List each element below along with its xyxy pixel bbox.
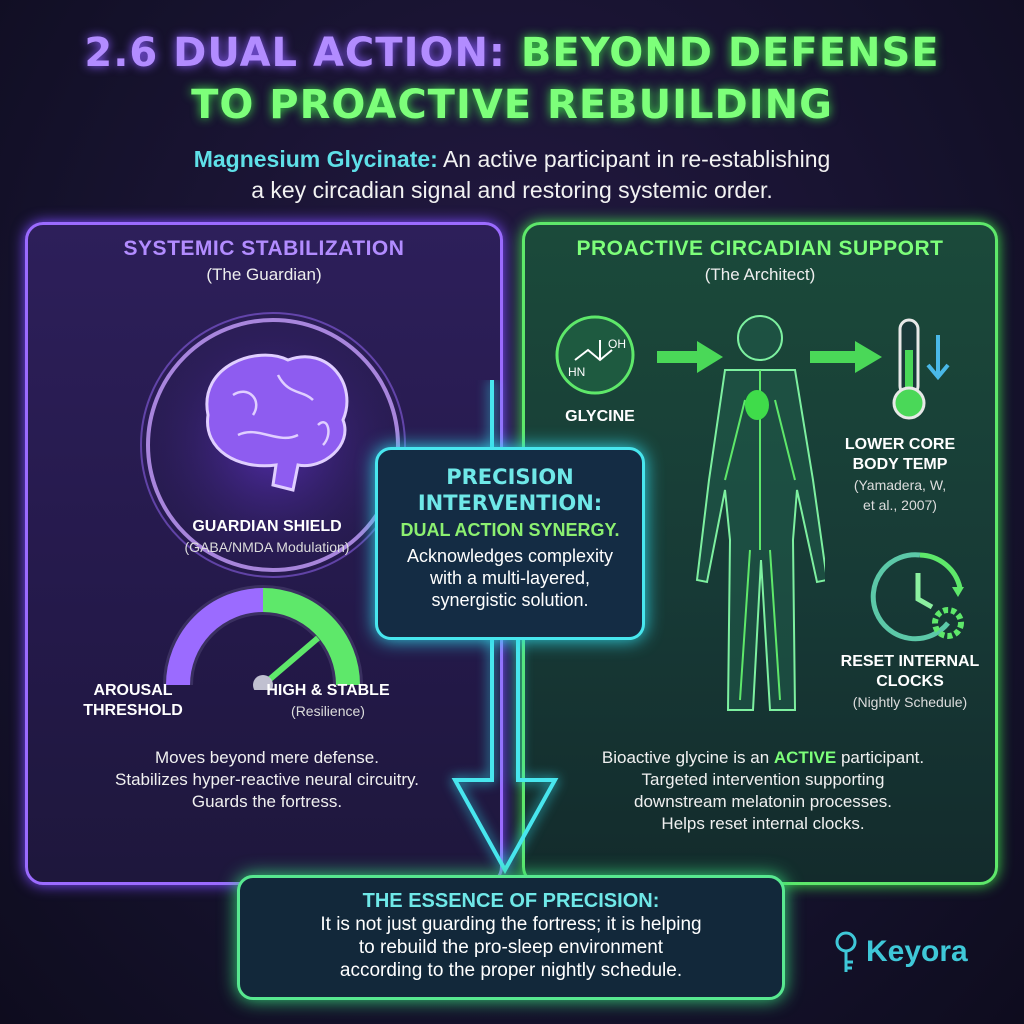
right-body: Bioactive glycine is an ACTIVE participa… [525,747,1001,835]
center-heading-2: INTERVENTION: [417,491,603,515]
keyora-logo: Keyora [832,930,968,974]
right-subheading: (The Architect) [704,265,816,284]
bottom-heading: THE ESSENCE OF PRECISION: [362,890,660,912]
high-stable-label: HIGH & STABLE (Resilience) [248,681,408,721]
clock-label-2: CLOCKS [876,673,944,690]
temp-note-2: et al., 2007) [863,497,937,513]
temp-label-1: LOWER CORE [844,436,956,453]
body-pre: Bioactive glycine is an [601,748,774,767]
reset-clocks-label: RESET INTERNAL CLOCKS (Nightly Schedule) [815,652,1005,712]
glycine-label: GLYCINE [565,408,635,425]
left-heading: SYSTEMIC STABILIZATION [123,237,405,260]
arousal-label-2: THRESHOLD [83,702,183,719]
subtitle-line-2: a key circadian signal and restoring sys… [251,177,773,203]
center-highlight: DUAL ACTION SYNERGY. [400,520,620,540]
arousal-label: AROUSAL [93,682,173,699]
temp-label-2: BODY TEMP [852,456,948,473]
bottom-body-line: according to the proper nightly schedule… [339,960,683,981]
subtitle-highlight: Magnesium Glycinate: [193,146,438,172]
lower-core-temp-label: LOWER CORE BODY TEMP (Yamadera, W, et al.,… [815,435,985,515]
left-body-line: Moves beyond mere defense. [155,748,379,767]
thermometer-icon [892,318,950,420]
downward-arrow [451,380,559,875]
title-line-2: TO PROACTIVE REBUILDING [191,82,833,128]
center-body-line: with a multi-layered, [429,568,591,588]
subtitle: Magnesium Glycinate: An active participa… [0,144,1024,206]
right-body-line: downstream melatonin processes. [634,792,892,811]
shield-note: (GABA/NMDA Modulation) [184,539,350,555]
gauge-needle [261,635,320,688]
glycine-molecule-icon: HN OH [555,315,635,395]
body-highlight: ACTIVE [773,748,837,767]
essence-of-precision-box: THE ESSENCE OF PRECISION: It is not just… [237,875,785,1000]
arousal-threshold-label: AROUSAL THRESHOLD [68,681,198,721]
arrow-right-icon [657,341,723,373]
right-body-line: Targeted intervention supporting [641,770,885,789]
human-body-icon [695,315,825,711]
bottom-body-line: to rebuild the pro-sleep environment [358,937,664,958]
brain-shield-icon [133,305,413,585]
subtitle-line-1: An active participant in re-establishing [442,146,831,172]
stable-note: (Resilience) [291,703,365,719]
clock-note: (Nightly Schedule) [852,694,968,710]
shield-label: GUARDIAN SHIELD [192,518,342,535]
clock-reset-icon [870,552,964,642]
center-body-line: Acknowledges complexity [406,546,614,566]
center-heading-1: PRECISION [446,465,574,489]
logo-text: Keyora [866,935,968,968]
guardian-shield-label: GUARDIAN SHIELD (GABA/NMDA Modulation) [28,517,506,557]
left-body-line: Guards the fortress. [191,792,343,811]
title-part-2: BEYOND DEFENSE [520,30,940,76]
left-body: Moves beyond mere defense. Stabilizes hyp… [28,747,506,813]
title-part-1: 2.6 DUAL ACTION: [84,30,506,76]
precision-intervention-box: PRECISION INTERVENTION: DUAL ACTION SYNE… [375,447,645,640]
right-body-line: Helps reset internal clocks. [661,814,865,833]
temp-note-1: (Yamadera, W, [853,477,947,493]
right-heading: PROACTIVE CIRCADIAN SUPPORT [576,237,944,260]
center-body-line: synergistic solution. [431,590,589,610]
arrow-right-icon [810,341,882,373]
title-line-1: 2.6 DUAL ACTION: BEYOND DEFENSE [0,30,1024,76]
left-subheading: (The Guardian) [206,265,322,284]
arousal-gauge [163,585,363,690]
right-body-first-line: Bioactive glycine is an ACTIVE participa… [525,747,1001,769]
body-post: participant. [836,748,925,767]
molecule-oh: OH [608,337,626,351]
molecule-hn: HN [568,365,585,379]
left-body-line: Stabilizes hyper-reactive neural circuit… [115,770,419,789]
bottom-body-line: It is not just guarding the fortress; it… [320,914,702,935]
key-icon [835,931,857,972]
stable-label: HIGH & STABLE [266,682,390,699]
clock-label-1: RESET INTERNAL [840,653,980,670]
